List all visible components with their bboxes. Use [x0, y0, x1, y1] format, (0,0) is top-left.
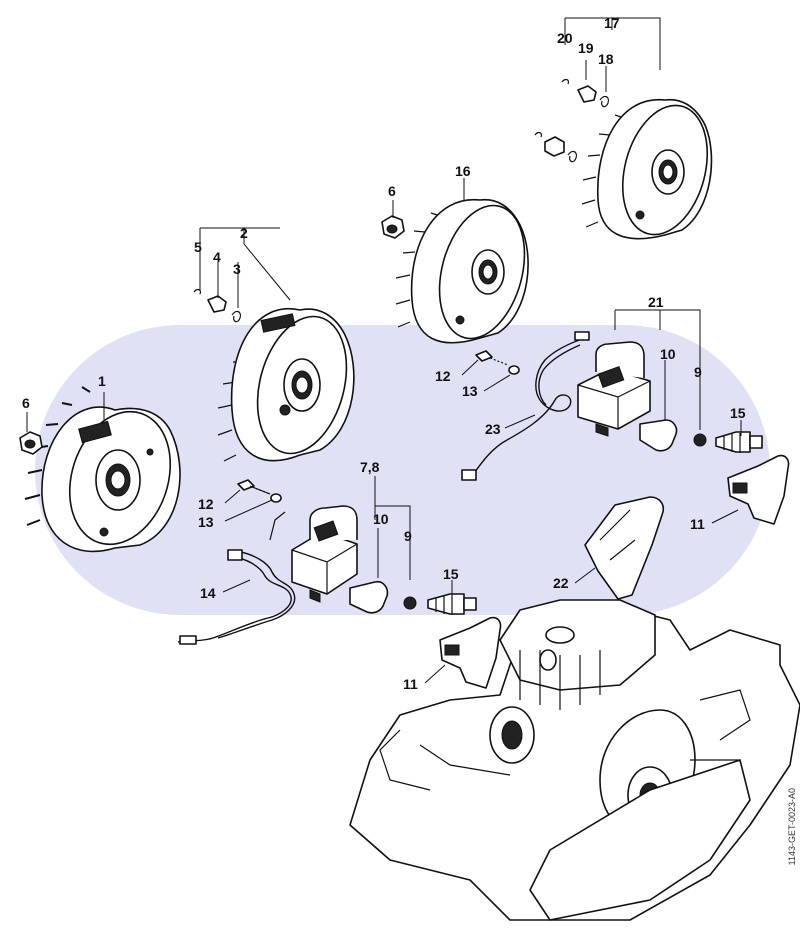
label-9-right: 9 — [694, 364, 702, 380]
label-6-left: 6 — [22, 395, 30, 411]
bolt-12-13-right — [475, 350, 520, 375]
label-3: 3 — [233, 261, 241, 277]
spark-plug-15-right — [715, 431, 763, 453]
boot-10-right — [639, 419, 678, 452]
label-6-right: 6 — [388, 183, 396, 199]
label-12-right: 12 — [435, 368, 451, 384]
flywheel-17 — [581, 98, 713, 240]
label-13-right: 13 — [462, 383, 478, 399]
label-4: 4 — [213, 249, 221, 265]
label-10-left: 10 — [373, 511, 389, 527]
label-10-right: 10 — [660, 346, 676, 362]
label-12-left: 12 — [198, 496, 214, 512]
pawl-parts-18-19-20 — [534, 78, 609, 163]
label-7-8: 7,8 — [360, 459, 380, 475]
spring-9-right — [693, 433, 707, 447]
label-15-left: 15 — [443, 566, 459, 582]
nut-6-left — [19, 431, 43, 455]
spring-9-left — [403, 596, 417, 610]
label-22: 22 — [553, 575, 569, 591]
ignition-module-left — [291, 505, 358, 603]
pawl-4 — [207, 295, 227, 313]
cover-11-right — [727, 454, 790, 525]
label-1: 1 — [98, 373, 106, 389]
bolt-12-13-left — [237, 479, 282, 503]
label-11-right: 11 — [690, 516, 705, 532]
leader-lines — [26, 17, 742, 684]
clip-5 — [193, 288, 202, 295]
ignition-module-right — [577, 341, 651, 437]
label-13-left: 13 — [198, 514, 214, 530]
flywheel-16 — [395, 198, 529, 344]
label-16: 16 — [455, 163, 471, 179]
flywheel-1 — [24, 386, 181, 553]
label-5: 5 — [194, 239, 202, 255]
label-23: 23 — [485, 421, 501, 437]
label-11-left: 11 — [403, 676, 418, 692]
nut-6-right — [381, 215, 405, 239]
cover-11-left — [439, 616, 502, 689]
label-21: 21 — [648, 294, 664, 310]
pawl-spring-3 — [231, 310, 241, 323]
label-2: 2 — [240, 225, 248, 241]
document-id: 1143-GET-0023-A0 — [787, 787, 797, 865]
label-14: 14 — [200, 585, 216, 601]
label-17: 17 — [604, 15, 620, 31]
boot-10-left — [349, 580, 389, 614]
label-19: 19 — [578, 40, 594, 56]
label-9-left: 9 — [404, 528, 412, 544]
label-15-right: 15 — [730, 405, 746, 421]
spark-plug-15-left — [427, 593, 477, 615]
cover-22 — [584, 496, 665, 600]
engine-housing — [349, 599, 800, 921]
wire-14 — [177, 511, 296, 645]
label-18: 18 — [598, 51, 614, 67]
part-labels: 1 2 3 4 5 6 6 7,8 9 9 10 10 11 11 12 12 … — [22, 15, 746, 692]
wire-23 — [461, 331, 590, 481]
flywheel-2 — [217, 307, 355, 462]
label-20: 20 — [557, 30, 573, 46]
